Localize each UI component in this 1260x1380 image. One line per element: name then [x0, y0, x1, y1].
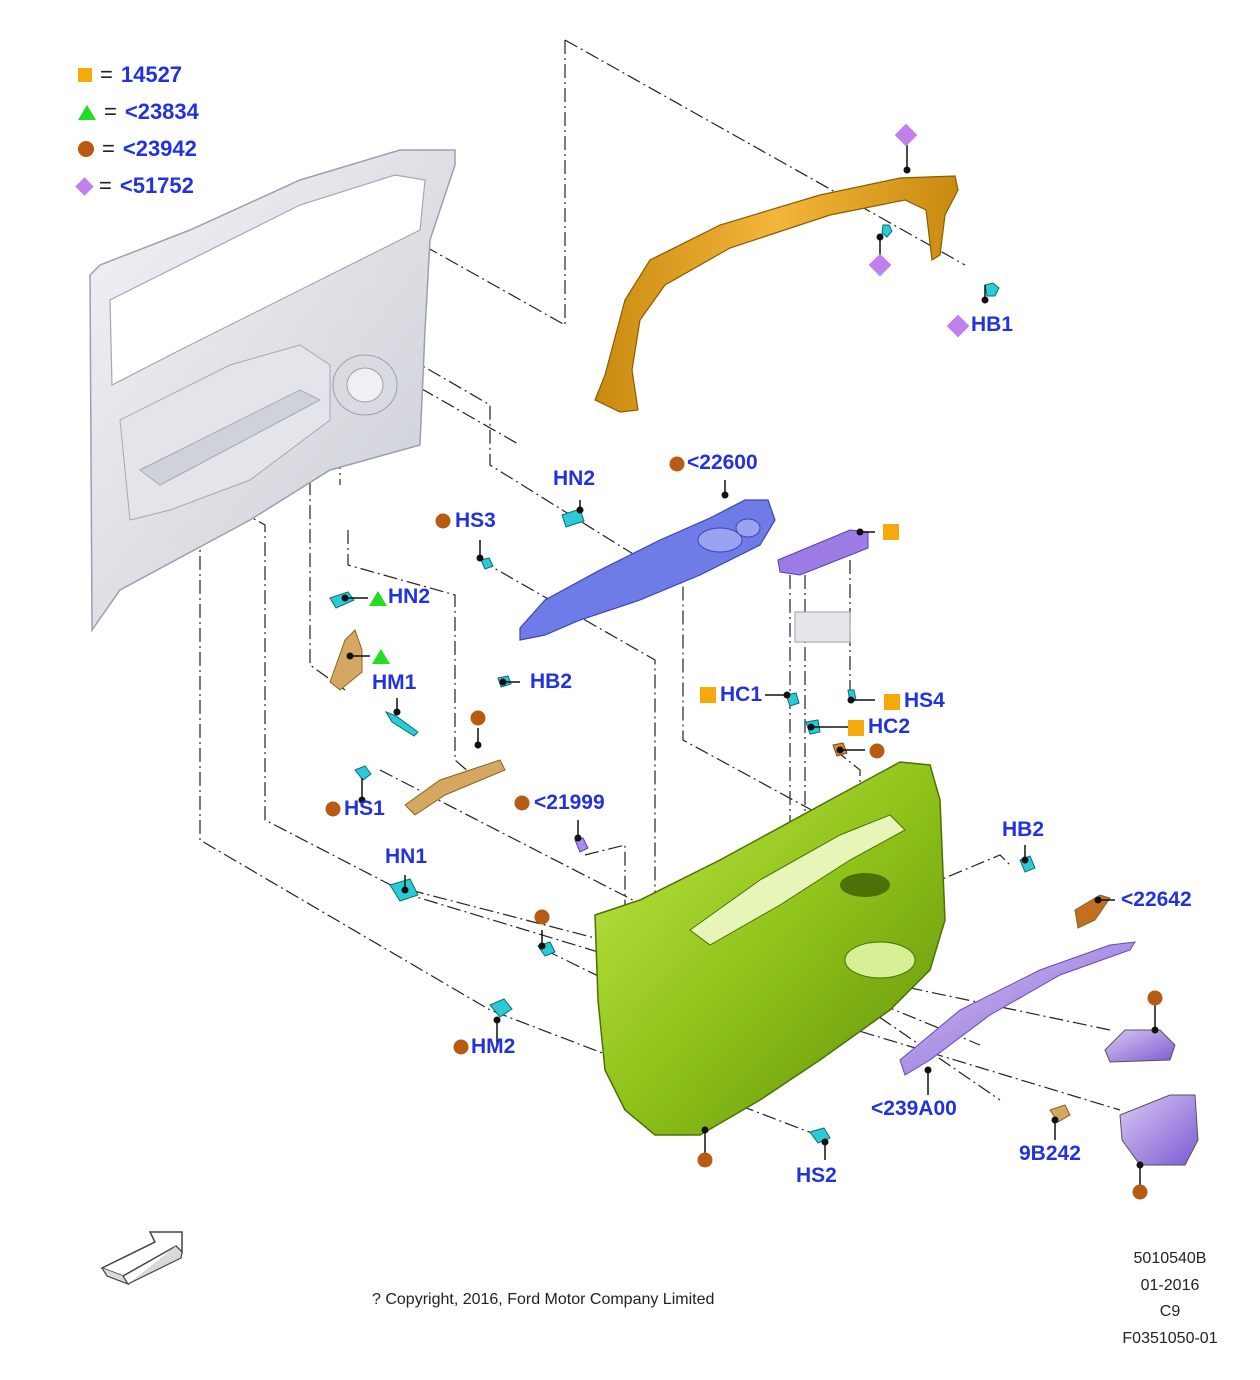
label-22642: <22642: [1121, 888, 1192, 911]
door-top-molding: [594, 175, 959, 413]
drawing-date: 01-2016: [1140, 1277, 1200, 1294]
legend-row-triangle: = <23834: [78, 99, 199, 125]
label-hm1: HM1: [372, 671, 417, 694]
legend-equals: =: [99, 173, 112, 198]
legend-value: 14527: [120, 62, 183, 87]
speaker-grilles: [1104, 1029, 1199, 1166]
label-hs2: HS2: [796, 1164, 837, 1187]
legend-value: <23942: [122, 136, 197, 161]
door-trim-panel: [594, 761, 946, 1136]
leader-dots: [341, 166, 1159, 1169]
square-icon: [78, 68, 92, 82]
label-22600: <22600: [687, 451, 758, 474]
label-hn2-left: HN2: [388, 585, 431, 608]
orientation-arrow: [100, 1231, 183, 1286]
legend-equals: =: [100, 62, 113, 87]
reference-symbols: [325, 123, 1163, 1200]
label-stems: [345, 145, 1156, 1185]
label-9b242: 9B242: [1019, 1142, 1081, 1165]
label-hc2: HC2: [868, 715, 911, 738]
diamond-icon: [75, 176, 94, 196]
label-hs3: HS3: [455, 509, 496, 532]
label-239a00: <239A00: [871, 1097, 957, 1120]
label-hs1: HS1: [344, 797, 385, 820]
legend-row-circle: = <23942: [78, 136, 197, 162]
label-hs4: HS4: [904, 689, 945, 712]
door-inner-panel: [89, 149, 456, 633]
circle-icon: [78, 141, 94, 157]
switch-bezel: [777, 529, 869, 643]
label-hn2-top: HN2: [553, 467, 596, 490]
figure-number: F0351050-01: [1122, 1330, 1218, 1347]
legend-equals: =: [104, 99, 117, 124]
copyright-text: ? Copyright, 2016, Ford Motor Company Li…: [372, 1291, 715, 1308]
upper-trim-panel: [519, 499, 776, 641]
drawing-code: C9: [1159, 1303, 1181, 1320]
brackets: [329, 629, 1111, 1123]
label-hb1: HB1: [971, 313, 1014, 336]
legend-row-diamond: = <51752: [75, 173, 194, 199]
legend-equals: =: [102, 136, 115, 161]
label-21999: <21999: [534, 791, 605, 814]
legend-row-square: = 14527: [78, 62, 182, 88]
legend-value: <51752: [119, 173, 194, 198]
label-hb2-right: HB2: [1002, 818, 1045, 841]
armrest-trim-strip: [899, 941, 1136, 1076]
label-hc1: HC1: [720, 683, 763, 706]
label-hm2: HM2: [471, 1035, 516, 1058]
label-hb2-left: HB2: [530, 670, 573, 693]
legend-value: <23834: [124, 99, 199, 124]
drawing-number: 5010540B: [1133, 1250, 1207, 1267]
label-hn1: HN1: [385, 845, 428, 868]
triangle-icon: [78, 104, 96, 120]
